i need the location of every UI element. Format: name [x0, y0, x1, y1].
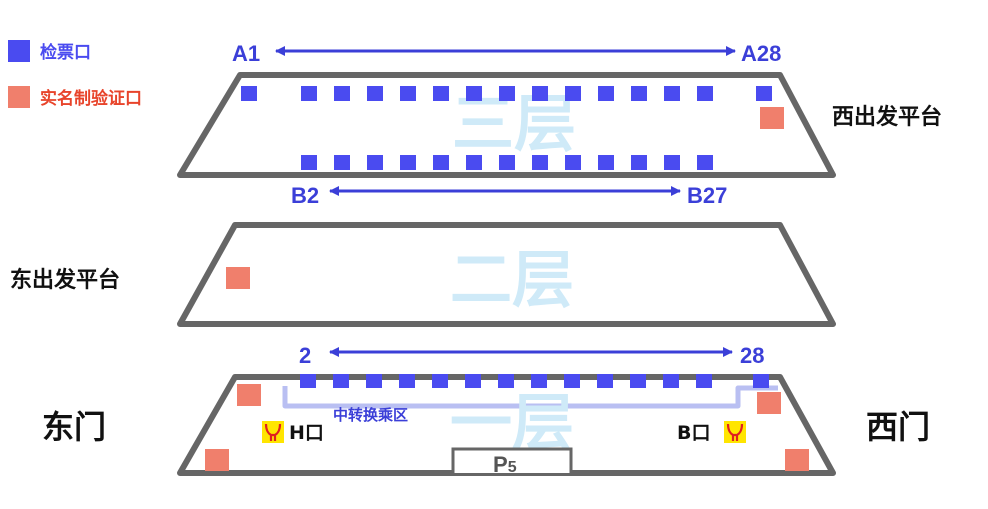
first-floor-gate-row: [300, 374, 769, 388]
id-check-point: [226, 267, 250, 289]
third-floor-b-end-label: B27: [687, 183, 727, 208]
ticket-gate: [631, 155, 647, 170]
exit-h-label: H口: [289, 422, 324, 444]
first-floor-start-label: 2: [299, 343, 311, 368]
third-floor-a-end-label: A28: [741, 41, 781, 66]
east-departure-platform-label: 东出发平台: [10, 267, 120, 293]
legend-id-check-swatch: [8, 86, 30, 108]
transfer-zone-label: 中转换乘区: [333, 406, 408, 424]
third-floor-outline: [177, 72, 836, 178]
id-check-point: [237, 384, 261, 406]
ticket-gate: [565, 155, 581, 170]
id-check-point: [785, 449, 809, 471]
ticket-gate: [697, 86, 713, 101]
first-floor-name: 一层: [450, 386, 574, 459]
ticket-gate: [664, 155, 680, 170]
ticket-gate: [301, 155, 317, 170]
ticket-gate: [564, 374, 580, 388]
ticket-gate: [432, 374, 448, 388]
ticket-gate: [301, 86, 317, 101]
ticket-gate: [333, 374, 349, 388]
legend-ticket-gate-swatch: [8, 40, 30, 62]
ticket-gate: [433, 86, 449, 101]
legend: 检票口 实名制验证口: [8, 40, 142, 109]
transfer-zone-path: [282, 385, 778, 409]
ticket-gate: [598, 155, 614, 170]
ticket-gate: [565, 86, 581, 101]
ticket-gate: [466, 86, 482, 101]
parking-p5: P5: [451, 447, 573, 477]
ticket-gate: [465, 374, 481, 388]
id-check-point: [757, 392, 781, 414]
ticket-gate: [241, 86, 257, 101]
west-departure-platform-label: 西出发平台: [832, 104, 942, 130]
east-gate-label: 东门: [42, 408, 106, 446]
third-floor-a-start-label: A1: [232, 41, 260, 66]
ticket-gate: [753, 374, 769, 388]
ticket-gate: [399, 374, 415, 388]
ticket-gate: [664, 86, 680, 101]
second-floor-name: 二层: [450, 243, 574, 316]
legend-ticket-gate-label: 检票口: [40, 42, 91, 63]
ticket-gate: [756, 86, 772, 101]
floor-first: 2 28 一层 中转换乘区 H口 B口 P5 东门 西门: [42, 343, 930, 477]
ticket-gate: [334, 86, 350, 101]
ticket-gate: [466, 155, 482, 170]
third-floor-b-start-label: B2: [291, 183, 319, 208]
floor-second: 二层 东出发平台: [10, 222, 836, 327]
id-check-point: [205, 449, 229, 471]
third-floor-bottom-gate-row: [301, 155, 713, 170]
ticket-gate: [300, 374, 316, 388]
parking-letter: P: [493, 452, 508, 477]
ticket-gate: [334, 155, 350, 170]
ticket-gate: [597, 374, 613, 388]
ticket-gate: [367, 155, 383, 170]
parking-label: P5: [493, 452, 517, 477]
ticket-gate: [663, 374, 679, 388]
ticket-gate: [400, 86, 416, 101]
second-floor-outline: [177, 222, 836, 327]
first-floor-end-label: 28: [740, 343, 764, 368]
parking-number: 5: [508, 459, 517, 476]
ticket-gate: [498, 374, 514, 388]
metro-logo-icon: [724, 421, 746, 443]
ticket-gate: [631, 86, 647, 101]
ticket-gate: [532, 86, 548, 101]
exit-b-label: B口: [677, 422, 710, 444]
third-floor-top-gate-row: [241, 86, 772, 101]
ticket-gate: [532, 155, 548, 170]
ticket-gate: [499, 86, 515, 101]
ticket-gate: [433, 155, 449, 170]
ticket-gate: [630, 374, 646, 388]
ticket-gate: [400, 155, 416, 170]
ticket-gate: [366, 374, 382, 388]
ticket-gate: [531, 374, 547, 388]
west-gate-label: 西门: [866, 408, 930, 446]
ticket-gate: [697, 155, 713, 170]
floor-third: A1 A28 三层 B2 B27 西出发平台: [177, 41, 942, 208]
ticket-gate: [499, 155, 515, 170]
metro-logo-icon: [262, 421, 284, 443]
ticket-gate: [696, 374, 712, 388]
id-check-point: [760, 107, 784, 129]
legend-id-check-label: 实名制验证口: [40, 88, 142, 109]
ticket-gate: [598, 86, 614, 101]
ticket-gate: [367, 86, 383, 101]
